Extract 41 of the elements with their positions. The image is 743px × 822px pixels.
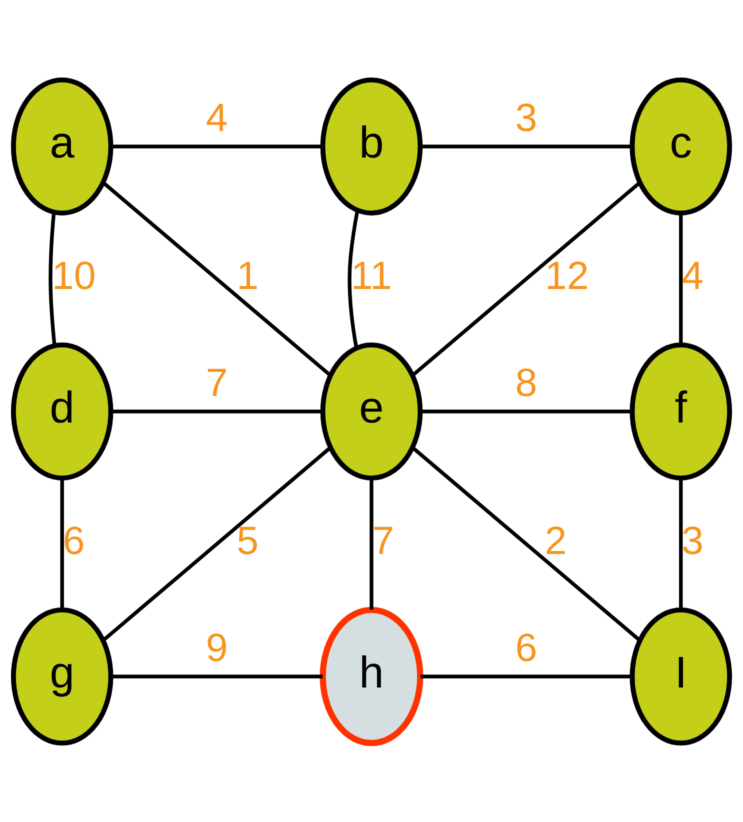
edge-label: 4: [682, 253, 704, 298]
node-ellipse: I: [630, 606, 732, 746]
node-ellipse: h: [320, 606, 424, 746]
connector: [102, 180, 332, 376]
edge-label: 11: [351, 253, 392, 298]
edge-label: 6: [62, 518, 85, 562]
connector: [411, 446, 641, 642]
connector: [679, 478, 683, 610]
edge-label: 2: [544, 518, 567, 562]
connector: [420, 409, 632, 413]
edge-label: 6: [515, 626, 538, 670]
node-ellipse: f: [630, 342, 732, 480]
connector: [348, 210, 360, 348]
edge-label: 5: [236, 518, 259, 562]
edge-label: 7: [372, 518, 394, 562]
connector: [111, 674, 323, 678]
edge-label: 9: [206, 626, 228, 670]
node-ellipse: g: [10, 606, 114, 746]
connector: [679, 212, 683, 344]
connector: [60, 478, 64, 610]
edge-label: 8: [515, 360, 538, 405]
connector: [111, 144, 323, 148]
edge-label: 3: [682, 518, 704, 562]
edge-label: 12: [544, 253, 589, 298]
node-ellipse: a: [10, 76, 114, 216]
node-ellipse: d: [10, 342, 114, 480]
connector: [102, 446, 332, 642]
connector: [370, 478, 374, 610]
edge-label: 3: [515, 96, 538, 140]
node-ellipse: e: [320, 342, 423, 480]
connector: [412, 180, 641, 376]
node-ellipse: b: [320, 76, 423, 216]
edge-label: 7: [206, 360, 228, 405]
connector: [420, 144, 632, 148]
edge-label: 1: [236, 253, 259, 298]
connector: [420, 674, 632, 678]
connector: [48, 212, 56, 346]
edge-label: 10: [52, 253, 96, 298]
connector: [111, 409, 323, 413]
node-ellipse: c: [630, 76, 732, 216]
edge-label: 4: [206, 96, 228, 140]
